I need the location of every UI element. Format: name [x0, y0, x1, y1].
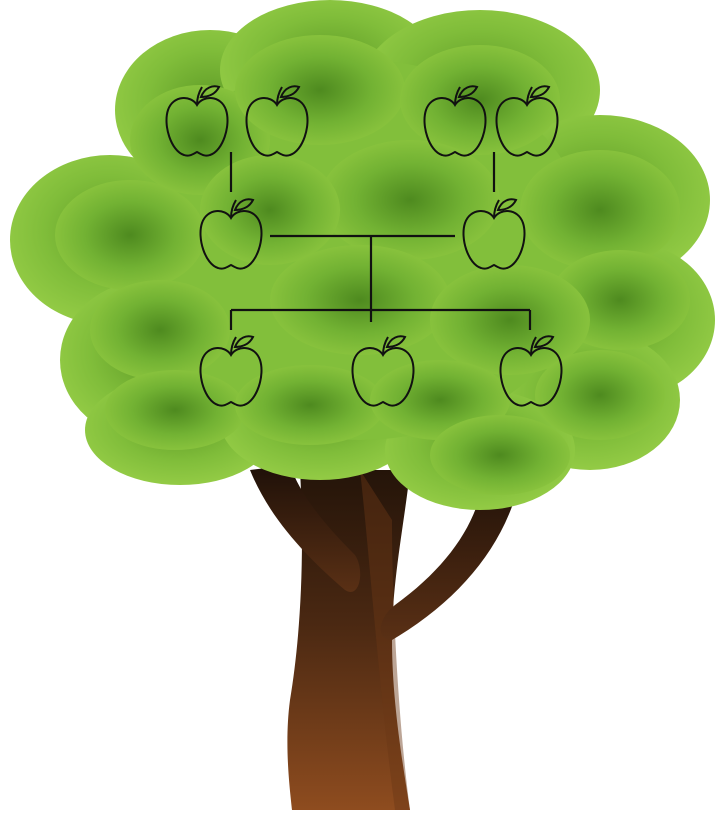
right-branch: [380, 470, 520, 640]
family-connectors: [229, 152, 532, 330]
tree-canopy: [10, 0, 715, 510]
left-branch: [250, 465, 361, 592]
